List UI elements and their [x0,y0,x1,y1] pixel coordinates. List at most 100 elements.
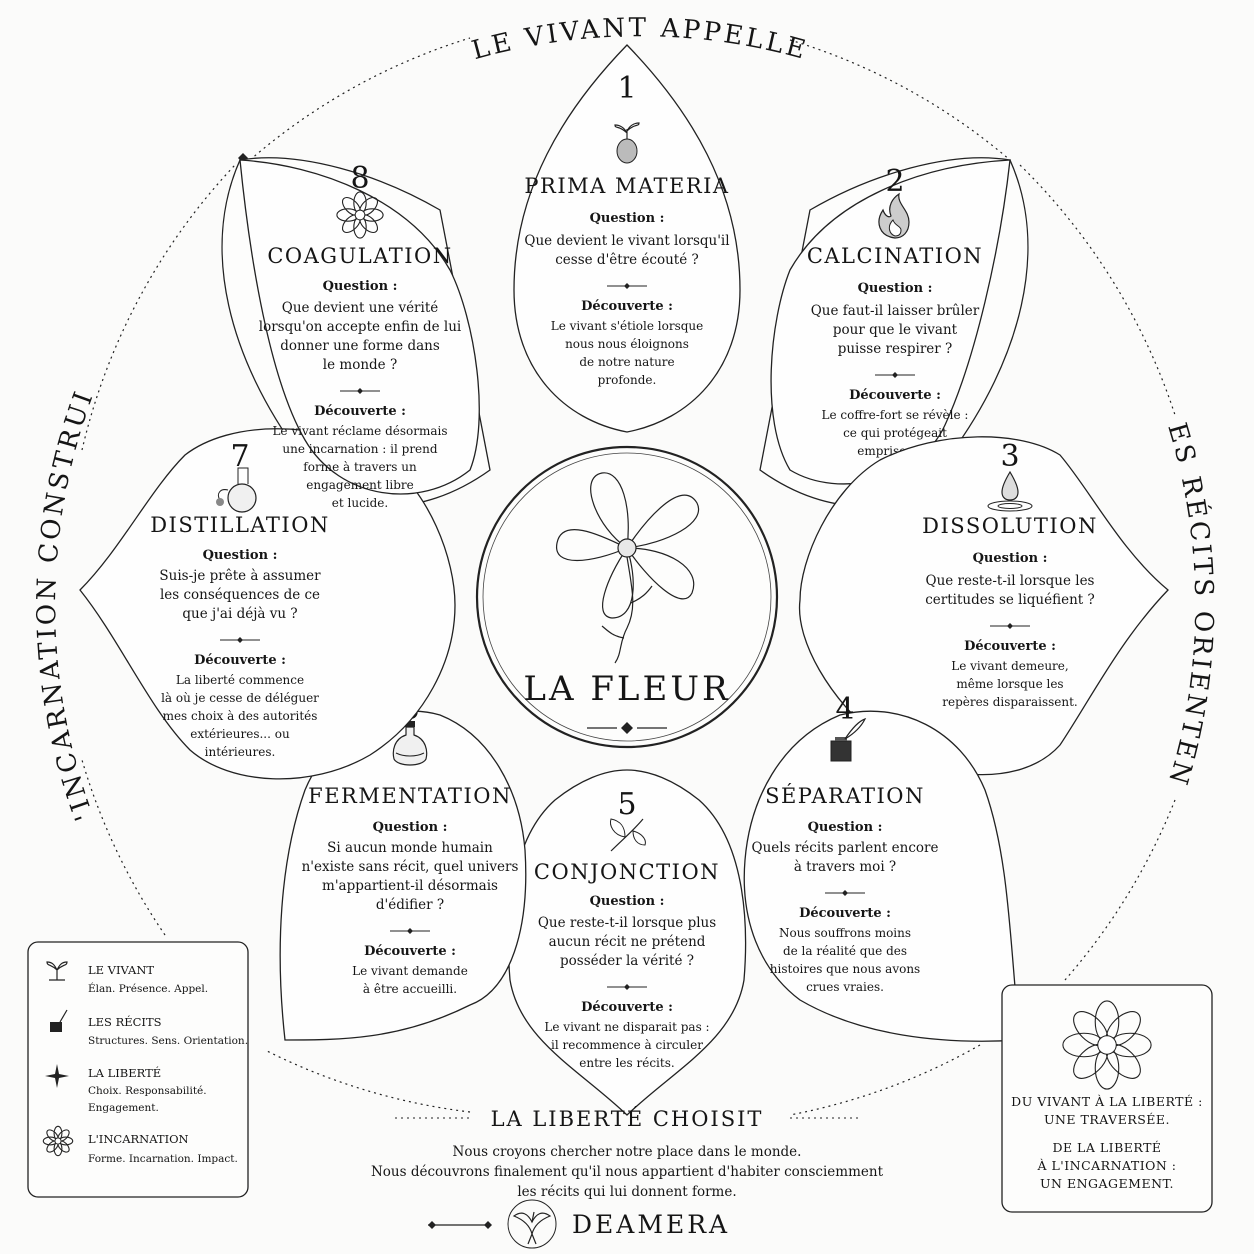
discovery-label: Découverte : [581,1000,673,1015]
separator-ornament [220,637,260,643]
petal-number: 4 [835,692,854,727]
flower-icon [1062,1000,1152,1090]
leaves-icon [610,818,646,852]
center-ornament [587,722,667,734]
petal-number: 1 [617,71,636,106]
petal-shape [743,710,1021,1042]
question-label: Question : [858,281,933,296]
petal-number: 2 [885,164,904,199]
question-label: Question : [808,820,883,835]
question-line: m'appartient-il désormais [322,878,498,894]
discovery-line: de la réalité que des [783,944,907,958]
water-drop-icon [987,470,1033,512]
discovery-line: il recommence à circuler [551,1038,703,1052]
discovery-label: Découverte : [364,944,456,959]
discovery-line: extérieures... ou [190,727,290,741]
question-line: posséder la vérité ? [560,953,694,969]
discovery-line: de notre nature [579,355,674,369]
question-line: Que reste-t-il lorsque les [926,573,1095,589]
discovery-line: forme à travers un [303,460,417,474]
separator-ornament [990,623,1030,629]
petal-name: FERMENTATION [308,784,512,808]
separator-ornament [607,283,647,289]
discovery-line: mes choix à des autorités [163,709,318,723]
question-line: n'existe sans récit, quel univers [302,859,519,875]
petal-number: 7 [230,439,249,474]
box-line-4: À L'INCARNATION : [1036,1158,1176,1173]
box-line-1: DU VIVANT À LA LIBERTÉ : [1011,1094,1203,1109]
separator-ornament [875,372,915,378]
question-line: d'édifier ? [376,897,444,913]
magnolia-flower-icon [556,472,700,664]
petal-shape [79,428,456,780]
discovery-line: nous nous éloignons [565,337,689,351]
seed-sprout-icon [614,122,640,164]
petal-name: DISTILLATION [150,513,330,537]
discovery-label: Découverte : [849,388,941,403]
separator-ornament [390,928,430,934]
question-label: Question : [973,551,1048,566]
legend-item-incarnation: L'INCARNATION Forme. Incarnation. Impact… [42,1125,238,1165]
discovery-line: profonde. [598,373,657,387]
discovery-line: même lorsque les [956,677,1063,691]
petal-shape [239,159,480,495]
question-line: Si aucun monde humain [327,840,493,856]
right-box: DU VIVANT À LA LIBERTÉ : UNE TRAVERSÉE. … [1001,984,1213,1213]
question-line: aucun récit ne prétend [549,934,706,950]
separator-ornament [607,984,647,990]
inkwell-quill-icon [830,717,867,762]
separator-ornament [340,388,380,394]
question-label: Question : [203,548,278,563]
phoenix-icon [507,1199,557,1249]
legend-title: LE VIVANT [88,963,154,977]
petal-name: DISSOLUTION [922,514,1098,538]
discovery-line: Le vivant réclame désormais [272,424,447,438]
brand: DEAMERA [428,1199,730,1249]
legend-desc: Élan. Présence. Appel. [88,981,208,995]
question-label: Question : [323,279,398,294]
legend-desc: Structures. Sens. Orientation. [88,1035,248,1047]
question-line: que j'ai déjà vu ? [182,606,297,622]
box-line-3: DE LA LIBERTÉ [1052,1140,1161,1155]
petal-number: 5 [617,787,636,822]
question-line: Que devient le vivant lorsqu'il [524,233,729,249]
question-line: cesse d'être écouté ? [555,252,699,268]
discovery-label: Découverte : [194,653,286,668]
bottom-text-line-3: les récits qui lui donnent forme. [517,1184,736,1200]
question-line: certitudes se liquéfient ? [925,592,1095,608]
brand-name: DEAMERA [572,1210,730,1239]
legend-title: LES RÉCITS [88,1015,162,1029]
question-line: donner une forme dans [280,338,440,354]
discovery-line: Le vivant demande [352,964,468,978]
discovery-line: et lucide. [332,496,388,510]
legend-title: L'INCARNATION [88,1132,189,1146]
legend-title: LA LIBERTÉ [88,1066,161,1080]
discovery-label: Découverte : [799,906,891,921]
separator-ornament [825,890,865,896]
question-line: Que faut-il laisser brûler [811,303,980,319]
discovery-line: engagement libre [306,478,414,492]
center-medallion: LA FLEUR [475,445,779,749]
legend-box: LE VIVANT Élan. Présence. Appel. LES RÉC… [27,941,249,1198]
discovery-line: intérieures. [205,745,276,759]
discovery-line: entre les récits. [579,1056,674,1070]
inkwell-icon [50,1009,68,1032]
question-line: le monde ? [323,357,397,373]
flask-bottle-icon [392,721,428,766]
discovery-line: à être accueilli. [363,982,457,996]
discovery-line: là où je cesse de déléguer [161,691,319,705]
legend-item-vivant: LE VIVANT Élan. Présence. Appel. [46,961,208,995]
discovery-label: Découverte : [964,639,1056,654]
question-label: Question : [590,211,665,226]
petal-6: 6FERMENTATIONQuestion :Si aucun monde hu… [279,692,527,1041]
question-line: Quels récits parlent encore [752,840,939,856]
question-line: Que devient une vérité [282,300,439,316]
legend-desc: Forme. Incarnation. Impact. [88,1153,238,1165]
discovery-label: Découverte : [581,299,673,314]
discovery-line: repères disparaissent. [942,695,1077,709]
